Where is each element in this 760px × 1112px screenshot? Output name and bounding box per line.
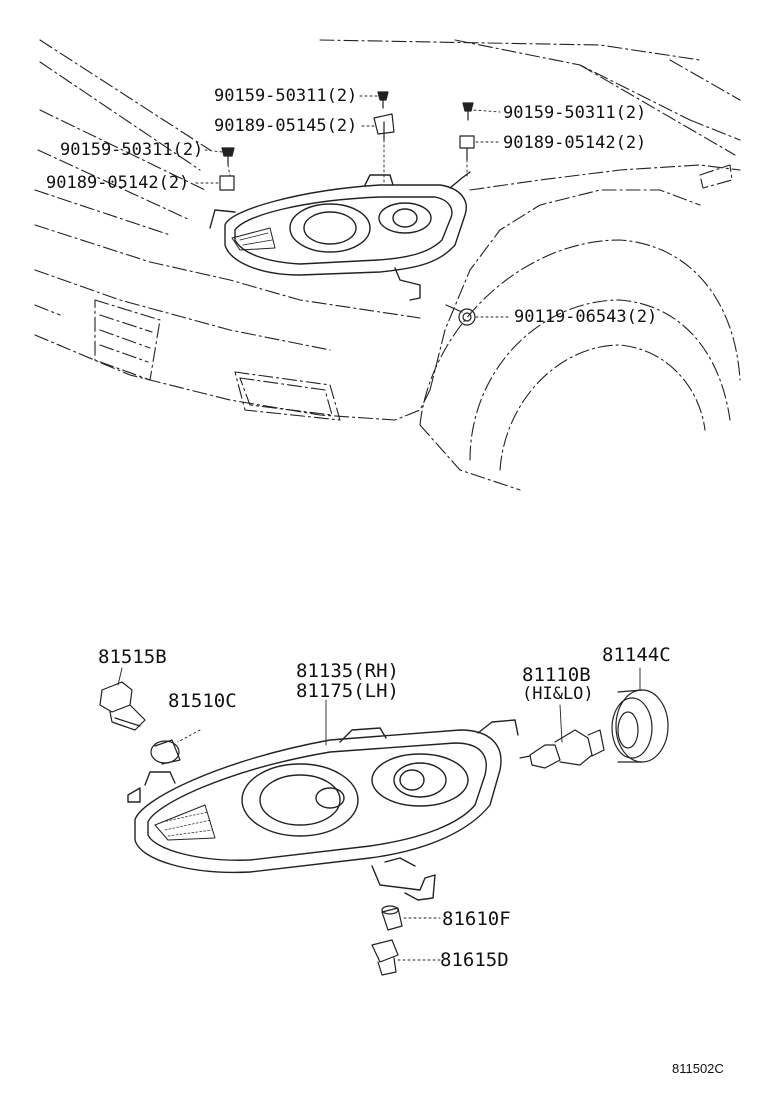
callout-nut-right: 90189-05142(2) [503, 133, 647, 153]
part-unit-rh: 81135(RH) [296, 660, 399, 682]
part-socket-small: 81615D [440, 949, 509, 971]
exploded-headlamp [127, 719, 519, 901]
top-fasteners [219, 91, 476, 326]
part-unit-lh: 81175(LH) [296, 680, 399, 702]
callout-screw-right: 90159-50311(2) [503, 103, 647, 123]
part-socket-front: 81515B [98, 646, 167, 668]
bulbs-and-sockets [99, 681, 669, 976]
car-body-outline [34, 39, 741, 491]
part-bulb-small: 81610F [442, 908, 511, 930]
callout-screw-left: 90159-50311(2) [60, 140, 204, 160]
part-bulb-main-note: (HI&LO) [522, 684, 594, 704]
part-cover: 81144C [602, 644, 671, 666]
bottom-leader-lines [117, 667, 641, 961]
callout-bracket-top-left: 90189-05145(2) [214, 116, 358, 136]
top-leader-lines [195, 95, 511, 318]
installed-headlamp [209, 171, 471, 301]
callout-nut-left: 90189-05142(2) [46, 173, 190, 193]
part-bulb-main: 81110B [522, 664, 591, 686]
callout-bolt: 90119-06543(2) [514, 307, 658, 327]
part-bulb-front: 81510C [168, 690, 237, 712]
figure-reference: 811502C [672, 1061, 724, 1076]
callout-screw-top-left: 90159-50311(2) [214, 86, 358, 106]
